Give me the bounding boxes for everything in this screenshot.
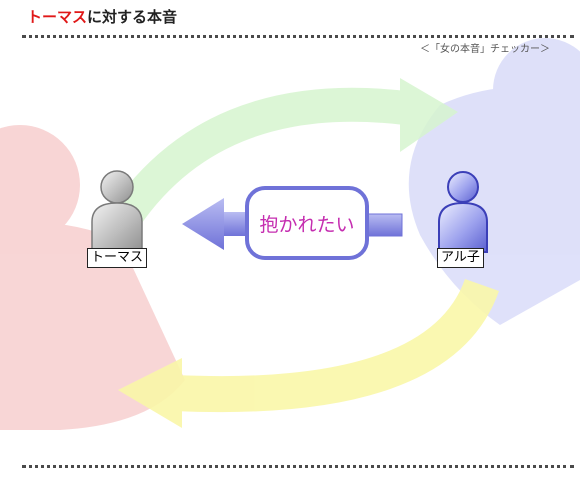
page-title: トーマスに対する本音 <box>27 6 177 27</box>
person-gray-icon <box>91 170 143 253</box>
bottom-dotted-divider <box>22 465 574 468</box>
background-red-figure <box>0 125 185 430</box>
person-label-right: アル子 <box>437 248 484 268</box>
yellow-cycle-arrow <box>118 278 499 428</box>
message-text: 抱かれたい <box>259 213 355 236</box>
page-title-name: トーマス <box>27 8 88 26</box>
checker-subtitle: ＜「女の本音」チェッカー＞ <box>420 44 550 55</box>
background-blue-figure <box>408 38 580 325</box>
message-bubble: 抱かれたい <box>245 186 369 260</box>
person-label-left: トーマス <box>87 248 148 268</box>
page-title-rest: に対する本音 <box>87 8 178 26</box>
person-blue-icon <box>438 171 488 253</box>
top-dotted-divider <box>22 35 574 38</box>
green-cycle-arrow <box>105 78 458 235</box>
